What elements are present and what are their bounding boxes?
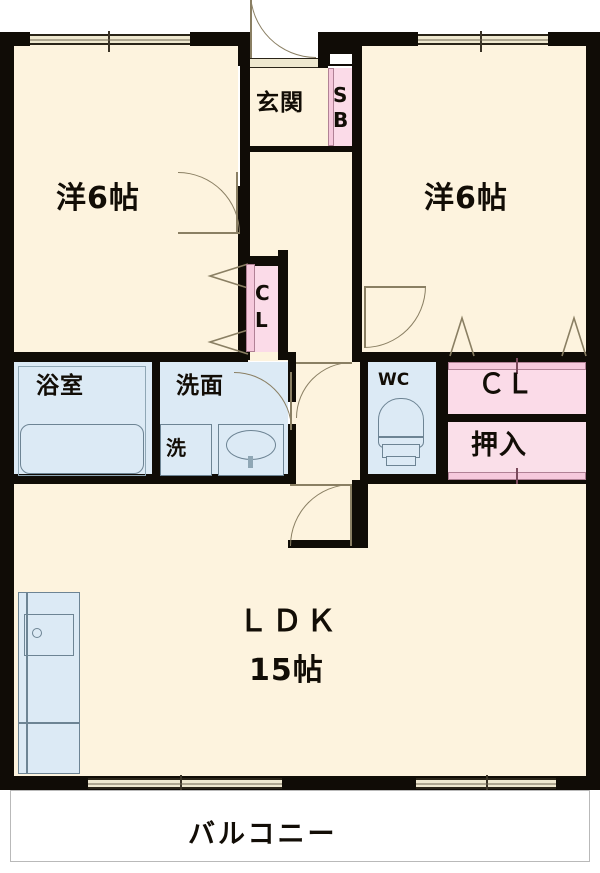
sb-top-wall	[328, 46, 354, 52]
washing-machine-pan	[160, 424, 212, 476]
kitchen-sink	[24, 614, 74, 656]
wall-room-left-upper	[238, 46, 248, 66]
wall-room-left-side	[238, 186, 248, 266]
balcony-area	[10, 790, 590, 862]
room-right-label: 洋6帖	[424, 181, 508, 216]
door-room-left-jamb[interactable]	[236, 172, 238, 234]
door-ldk-hall-jamb[interactable]	[350, 484, 352, 546]
top-wall-seg-2	[190, 32, 248, 46]
wall-room-right-side	[352, 180, 362, 362]
door-room-right-jamb[interactable]	[364, 286, 366, 348]
door-ldk-hall-leaf[interactable]	[290, 484, 352, 486]
door-room-right-leaf[interactable]	[364, 286, 426, 288]
sb-top-gap	[328, 52, 354, 66]
balcony-label: バルコニー	[188, 819, 338, 850]
oshiire-label: 押入	[471, 430, 527, 461]
closet-right-label: ＣＬ	[478, 369, 534, 400]
entrance-door-arc[interactable]	[250, 0, 316, 58]
closet-hall-doors[interactable]	[206, 262, 250, 356]
genkan-label: 玄関	[256, 90, 304, 116]
outer-wall-right	[586, 32, 600, 790]
bottom-wall-seg-3	[556, 776, 600, 790]
wall-washroom-corridor-2	[288, 424, 296, 480]
door-corridor-leaf[interactable]	[296, 362, 352, 364]
closet-right-door-mark	[516, 358, 518, 374]
kitchen-counter-edge	[26, 592, 28, 774]
shoe-box-label-1: S	[333, 83, 349, 107]
door-room-left-leaf[interactable]	[178, 232, 240, 234]
bathroom-label: 浴室	[36, 373, 84, 399]
genkan-side-right	[352, 46, 362, 186]
toilet-seat-line	[378, 436, 424, 438]
window-top-right	[418, 31, 548, 52]
wall-wet-top	[14, 352, 248, 362]
washroom-label: 洗面	[176, 373, 224, 399]
closet-hall-label-2: L	[255, 308, 269, 332]
wall-closet-hall-top	[246, 256, 288, 266]
wall-closet-hall-left	[238, 264, 246, 360]
shoe-box-door-panel[interactable]	[328, 68, 334, 146]
closet-hall-door-panel[interactable]	[246, 264, 255, 352]
ldk-size-label: 15帖	[249, 653, 324, 688]
kitchen-sink-drain	[32, 628, 42, 638]
bathtub	[20, 424, 144, 474]
laundry-label: 洗	[166, 436, 187, 460]
shoe-box-label-2: B	[333, 108, 350, 132]
bottom-wall-seg-2	[282, 776, 416, 790]
ldk-label: ＬＤＫ	[238, 604, 340, 639]
closet-hall-label-1: C	[255, 281, 271, 305]
window-bottom-left	[86, 775, 282, 796]
wall-closet-hall-right	[278, 250, 288, 360]
wall-cl-top	[438, 352, 586, 362]
genkan-step	[248, 146, 354, 152]
wall-ldk-top-left	[0, 474, 296, 484]
top-wall-seg-3	[320, 32, 418, 46]
entrance-door-sill	[250, 58, 318, 68]
wash-basin-faucet	[248, 456, 253, 468]
kitchen-counter-split	[18, 722, 80, 724]
window-bottom-right	[416, 775, 556, 796]
entrance-door-leaf[interactable]	[250, 0, 252, 58]
wc-label: WC	[378, 370, 410, 390]
wall-corridor-right	[352, 480, 368, 548]
wash-basin-bowl	[226, 430, 276, 460]
wall-wc-top	[360, 352, 438, 362]
wall-corridor-wc	[360, 362, 368, 480]
wall-washroom-corridor	[288, 352, 296, 402]
window-top-left	[30, 31, 190, 52]
genkan-wall-right	[318, 32, 328, 68]
toilet-base	[386, 456, 416, 466]
door-washroom-jamb[interactable]	[290, 372, 292, 430]
outer-wall-left	[0, 32, 14, 790]
bottom-wall-seg-1	[0, 776, 88, 790]
toilet-bowl	[378, 398, 424, 448]
wall-bath-washroom	[152, 362, 160, 480]
top-wall-seg-1	[0, 32, 30, 46]
top-wall-seg-4	[548, 32, 600, 46]
closet-right-doors[interactable]	[448, 312, 588, 358]
wall-closet-split	[440, 414, 586, 422]
genkan-fill	[248, 68, 328, 146]
room-left-label: 洋6帖	[56, 181, 140, 216]
oshiire-door-mark	[516, 468, 518, 484]
bathroom-outline	[18, 366, 146, 476]
